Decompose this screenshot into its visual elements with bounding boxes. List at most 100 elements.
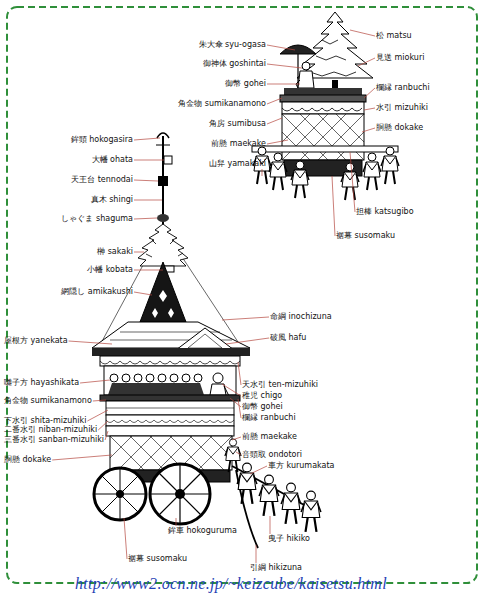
part-label: 鉾頭 hokogasira xyxy=(71,135,133,145)
leader-line xyxy=(226,338,269,344)
part-label: 命綱 inochizuna xyxy=(270,312,332,322)
leader-line xyxy=(134,252,144,253)
illustration-stroke xyxy=(298,71,314,88)
part-label: 屋根方 yanekata xyxy=(4,336,68,346)
part-label: 胴懸 dokake xyxy=(376,123,423,133)
leader-line xyxy=(364,108,375,110)
leader-line xyxy=(232,437,241,440)
part-label: 御幣 gohei xyxy=(225,79,266,89)
illustration-stroke xyxy=(282,114,364,160)
illustration-stroke xyxy=(252,146,398,152)
illustration-stroke xyxy=(213,373,223,383)
illustration-stroke xyxy=(259,475,279,516)
illustration-stroke xyxy=(176,328,234,350)
leader-line xyxy=(267,64,302,68)
leader-line xyxy=(238,362,241,385)
leader-line xyxy=(222,317,269,320)
part-label: 天水引 ten-mizuhiki xyxy=(242,380,318,390)
part-label: 御神体 goshintai xyxy=(203,59,266,69)
part-label: 裾幕 susomaku xyxy=(336,231,395,241)
leader-line xyxy=(87,410,108,421)
illustration-stroke xyxy=(110,374,118,382)
part-label: 音頭取 ondotori xyxy=(242,450,302,460)
leader-line xyxy=(267,118,282,124)
part-label: 松 matsu xyxy=(376,31,412,41)
part-label: 網隠し amikakushi xyxy=(61,287,133,297)
illustration-stroke xyxy=(297,12,373,78)
illustration-stroke xyxy=(94,468,146,520)
illustration-stroke xyxy=(170,374,178,382)
illustration-stroke xyxy=(237,463,257,504)
leader-line xyxy=(105,431,108,440)
leader-line xyxy=(267,98,282,104)
illustration-stroke xyxy=(182,374,190,382)
leader-line xyxy=(358,58,375,66)
illustration-stroke xyxy=(282,108,362,111)
illustration-stroke xyxy=(100,356,240,366)
leader-line xyxy=(134,218,157,219)
leader-line xyxy=(93,400,106,401)
part-label: 破風 hafu xyxy=(270,333,306,343)
part-label: 囃子方 hayashikata xyxy=(4,378,79,388)
part-label: 水引 mizuhiki xyxy=(376,103,428,113)
part-label: 胴懸 dokake xyxy=(4,455,51,465)
leader-line xyxy=(256,545,257,563)
illustration-stroke xyxy=(140,262,186,322)
leader-line xyxy=(134,292,152,295)
illustration-stroke xyxy=(152,290,174,318)
leader-line xyxy=(124,518,127,559)
illustration-stroke xyxy=(291,161,309,198)
part-label: 見送 miokuri xyxy=(376,53,424,63)
illustration-stroke xyxy=(104,366,236,395)
leader-line xyxy=(176,518,177,526)
illustration-stroke xyxy=(158,374,166,382)
part-label: 曳子 hikiko xyxy=(268,534,310,544)
illustration-stroke xyxy=(269,153,287,190)
leader-line xyxy=(69,341,112,344)
part-label: 稚児 chigo xyxy=(242,391,282,401)
part-label: 大幡 ohata xyxy=(92,155,133,165)
illustration-stroke xyxy=(284,88,362,95)
leader-line xyxy=(238,399,241,418)
illustration-stroke xyxy=(157,133,169,138)
illustration-stroke xyxy=(381,147,399,184)
illustration-stroke xyxy=(146,374,154,382)
illustration-stroke xyxy=(157,214,169,222)
part-label: 角金物 sumikanamono xyxy=(178,99,266,109)
illustration-stroke xyxy=(106,420,234,423)
illustration-stroke xyxy=(106,408,234,409)
illustration-stroke xyxy=(106,426,234,436)
illustration-stroke xyxy=(100,361,240,364)
part-label: 欄縁 ranbuchi xyxy=(242,413,296,423)
leader-line xyxy=(332,176,335,236)
illustration-stroke xyxy=(282,102,364,114)
illustration-stroke xyxy=(363,153,381,190)
part-label: 裾幕 susomaku xyxy=(128,554,187,564)
source-url: http://www2.ocn.ne.jp/~keizcube/kaisetsu… xyxy=(75,575,387,593)
leader-line xyxy=(270,516,271,534)
part-label: 鉾車 hokoguruma xyxy=(168,526,237,536)
part-label: 小幡 kobata xyxy=(87,265,133,275)
leader-line xyxy=(236,452,241,455)
leader-line xyxy=(98,421,108,430)
leader-line xyxy=(267,84,300,85)
illustration-stroke xyxy=(146,240,183,257)
leader-line xyxy=(267,140,288,144)
part-label: 前懸 maekake xyxy=(211,139,266,149)
part-label: 二番水引 niban-mizuhiki xyxy=(4,425,97,435)
illustration-stroke xyxy=(282,114,364,160)
part-label: 前懸 maekake xyxy=(242,432,297,442)
illustration-stroke xyxy=(302,62,310,70)
illustration-stroke xyxy=(164,156,172,164)
part-label: 天王台 tennodai xyxy=(71,175,133,185)
part-label: 榊 sakaki xyxy=(97,247,133,257)
leader-line xyxy=(262,169,263,176)
illustration-stroke xyxy=(281,483,301,524)
part-label: 真木 shingi xyxy=(91,195,133,205)
illustration-stroke xyxy=(280,45,316,54)
illustration-stroke xyxy=(194,374,202,382)
leader-line xyxy=(350,152,355,212)
leader-line xyxy=(134,200,162,201)
part-label: 角房 sumibusa xyxy=(209,119,266,129)
leader-line xyxy=(222,384,241,396)
